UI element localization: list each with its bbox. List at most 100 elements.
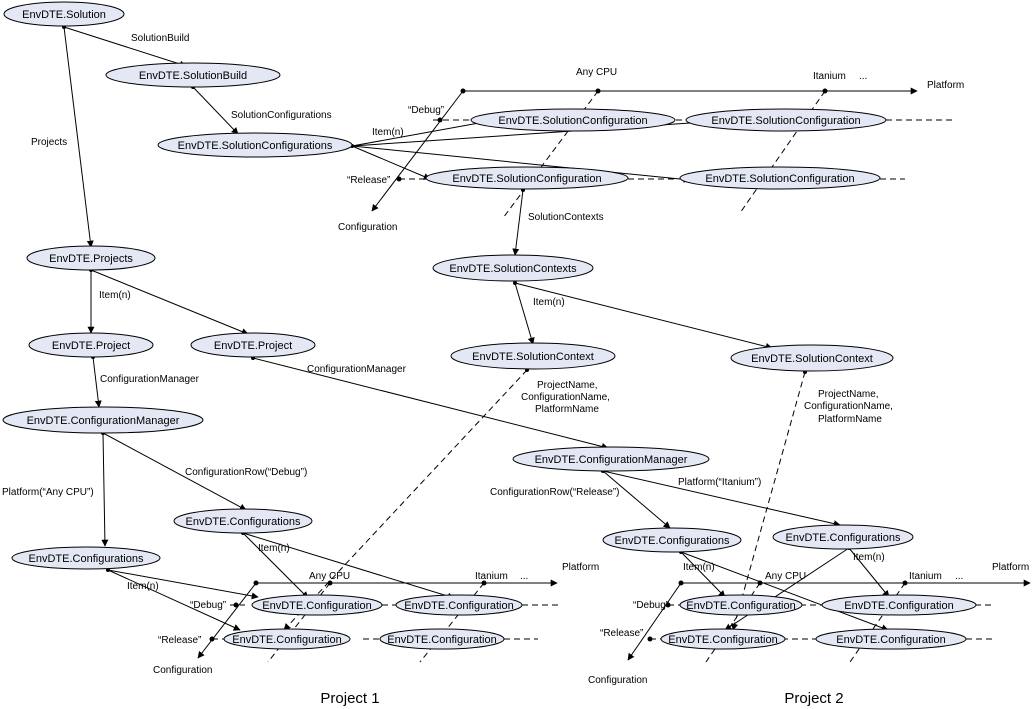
node-solution-configurations[interactable]: EnvDTE.SolutionConfigurations [157, 132, 353, 158]
node-solution-configuration-debug-itanium[interactable]: EnvDTE.SolutionConfiguration [685, 108, 887, 132]
edge-label-context-props-2: ConfigurationName, [521, 392, 610, 403]
node-configurations-itanium-2[interactable]: EnvDTE.Configurations [772, 524, 914, 550]
axis-label-itanium: Itanium [475, 571, 508, 582]
edge-label-solution-contexts: SolutionContexts [528, 212, 604, 223]
node-configuration-manager-2[interactable]: EnvDTE.ConfigurationManager [512, 446, 710, 472]
node-configuration-manager-1[interactable]: EnvDTE.ConfigurationManager [2, 406, 204, 434]
project2-axes [627, 579, 1031, 663]
node-project-label: EnvDTE.Project [214, 340, 292, 352]
edges-projects [87, 268, 609, 631]
axis-label-release: “Release” [158, 635, 201, 646]
node-solution-configuration-release-itanium[interactable]: EnvDTE.SolutionConfiguration [679, 166, 881, 190]
node-solution-configuration-release-anycpu[interactable]: EnvDTE.SolutionConfiguration [425, 166, 629, 190]
axis-label-any-cpu: Any CPU [309, 571, 350, 582]
edge-label-item-n: Item(n) [683, 562, 715, 573]
node-solution-contexts-label: EnvDTE.SolutionContexts [449, 263, 577, 275]
node-configurations-label: EnvDTE.Configurations [29, 553, 144, 565]
axis-label-debug: “Debug” [633, 600, 669, 611]
node-configuration-label: EnvDTE.Configuration [844, 600, 953, 612]
axis-label-any-cpu: Any CPU [765, 571, 806, 582]
project-2-caption: Project 2 [784, 690, 843, 707]
node-configuration-p1-release-anycpu[interactable]: EnvDTE.Configuration [223, 628, 351, 650]
edge-label-solution-build: SolutionBuild [131, 33, 189, 44]
node-configuration-p1-release-itanium[interactable]: EnvDTE.Configuration [379, 628, 505, 650]
axis-label-ellipsis: ... [955, 571, 963, 582]
node-configuration-p1-debug-anycpu[interactable]: EnvDTE.Configuration [251, 594, 383, 616]
edge-label-configuration-manager: ConfigurationManager [100, 374, 200, 385]
node-solution-label: EnvDTE.Solution [22, 9, 106, 21]
node-configurations-label: EnvDTE.Configurations [615, 535, 730, 547]
axis-label-platform: Platform [562, 562, 599, 573]
node-projects[interactable]: EnvDTE.Projects [26, 245, 156, 271]
axis-label-itanium: Itanium [813, 71, 846, 82]
node-project-1[interactable]: EnvDTE.Project [28, 332, 154, 358]
edges-project2 [601, 370, 890, 632]
node-configuration-label: EnvDTE.Configuration [668, 634, 777, 646]
axis-label-release: “Release” [347, 175, 390, 186]
node-configurations-anycpu-1[interactable]: EnvDTE.Configurations [11, 546, 161, 570]
edge-label-configuration-row-debug: ConfigurationRow(“Debug”) [185, 467, 307, 478]
project1-axis-ticks [209, 580, 487, 642]
node-solution-contexts[interactable]: EnvDTE.SolutionContexts [432, 254, 594, 282]
node-configuration-label: EnvDTE.Configuration [262, 600, 371, 612]
nodes: EnvDTE.Solution EnvDTE.SolutionBuild Env… [2, 1, 977, 650]
node-configuration-label: EnvDTE.Configuration [232, 634, 341, 646]
node-configurations-debug-1[interactable]: EnvDTE.Configurations [173, 508, 313, 534]
node-configurations-release-2[interactable]: EnvDTE.Configurations [602, 527, 742, 553]
node-solution-configuration-label: EnvDTE.SolutionConfiguration [711, 115, 860, 127]
node-configuration-manager-label: EnvDTE.ConfigurationManager [535, 454, 688, 466]
edge-labels: SolutionBuild Projects SolutionConfigura… [2, 33, 893, 592]
node-solution-configurations-label: EnvDTE.SolutionConfigurations [178, 140, 333, 152]
edge-label-configuration-manager: ConfigurationManager [307, 364, 407, 375]
node-configuration-p1-debug-itanium[interactable]: EnvDTE.Configuration [395, 594, 523, 616]
edge-label-item-n: Item(n) [372, 127, 404, 138]
edge-label-context-props-2: ConfigurationName, [804, 401, 893, 412]
project2-axis-ticks [647, 580, 908, 642]
axis-label-itanium: Itanium [909, 571, 942, 582]
edge-label-item-n: Item(n) [533, 297, 565, 308]
node-solution-configuration-label: EnvDTE.SolutionConfiguration [705, 173, 854, 185]
edge-label-context-props-1: ProjectName, [818, 389, 879, 400]
node-solution-context-1[interactable]: EnvDTE.SolutionContext [450, 342, 616, 370]
node-configuration-label: EnvDTE.Configuration [387, 634, 496, 646]
edge-label-item-n: Item(n) [99, 290, 131, 301]
node-solution-configuration-label: EnvDTE.SolutionConfiguration [452, 173, 601, 185]
node-configurations-label: EnvDTE.Configurations [186, 516, 301, 528]
edge-label-platform-any-cpu: Platform(“Any CPU”) [2, 487, 94, 498]
axis-label-configuration: Configuration [153, 665, 212, 676]
node-configuration-label: EnvDTE.Configuration [836, 634, 945, 646]
node-solution-context-label: EnvDTE.SolutionContext [751, 353, 873, 365]
node-configuration-manager-label: EnvDTE.ConfigurationManager [27, 415, 180, 427]
project1-axes [197, 579, 558, 663]
node-solution-configuration-label: EnvDTE.SolutionConfiguration [498, 115, 647, 127]
axis-label-configuration: Configuration [338, 222, 397, 233]
node-projects-label: EnvDTE.Projects [49, 253, 133, 265]
node-project-2[interactable]: EnvDTE.Project [190, 332, 316, 358]
node-configuration-label: EnvDTE.Configuration [686, 600, 795, 612]
node-solution-build-label: EnvDTE.SolutionBuild [139, 70, 247, 82]
node-solution-context-2[interactable]: EnvDTE.SolutionContext [730, 344, 894, 372]
edge-label-context-props-1: ProjectName, [537, 380, 598, 391]
node-configuration-p2-debug-anycpu[interactable]: EnvDTE.Configuration [679, 594, 803, 616]
node-configuration-p2-debug-itanium[interactable]: EnvDTE.Configuration [821, 594, 977, 616]
node-solution-configuration-debug-anycpu[interactable]: EnvDTE.SolutionConfiguration [470, 108, 676, 132]
solution-axis-ticks [396, 88, 828, 182]
node-solution[interactable]: EnvDTE.Solution [3, 1, 125, 27]
node-solution-build[interactable]: EnvDTE.SolutionBuild [105, 62, 281, 88]
edge-label-item-n: Item(n) [853, 552, 885, 563]
node-configurations-label: EnvDTE.Configurations [786, 532, 901, 544]
project-1-caption: Project 1 [320, 690, 379, 707]
axis-label-debug: “Debug” [408, 105, 444, 116]
edge-label-projects: Projects [31, 137, 67, 148]
edge-label-solution-configurations: SolutionConfigurations [231, 110, 332, 121]
node-configuration-p2-release-itanium[interactable]: EnvDTE.Configuration [815, 628, 967, 650]
node-configuration-p2-release-anycpu[interactable]: EnvDTE.Configuration [660, 628, 786, 650]
edge-label-context-props-3: PlatformName [535, 404, 599, 415]
axis-label-debug: “Debug” [190, 600, 226, 611]
node-solution-context-label: EnvDTE.SolutionContext [472, 351, 594, 363]
edges-top [62, 25, 773, 350]
axis-labels: Any CPU Itanium ... Platform “Debug” “Re… [153, 67, 1029, 686]
edge-label-item-n: Item(n) [258, 543, 290, 554]
node-configuration-label: EnvDTE.Configuration [404, 600, 513, 612]
